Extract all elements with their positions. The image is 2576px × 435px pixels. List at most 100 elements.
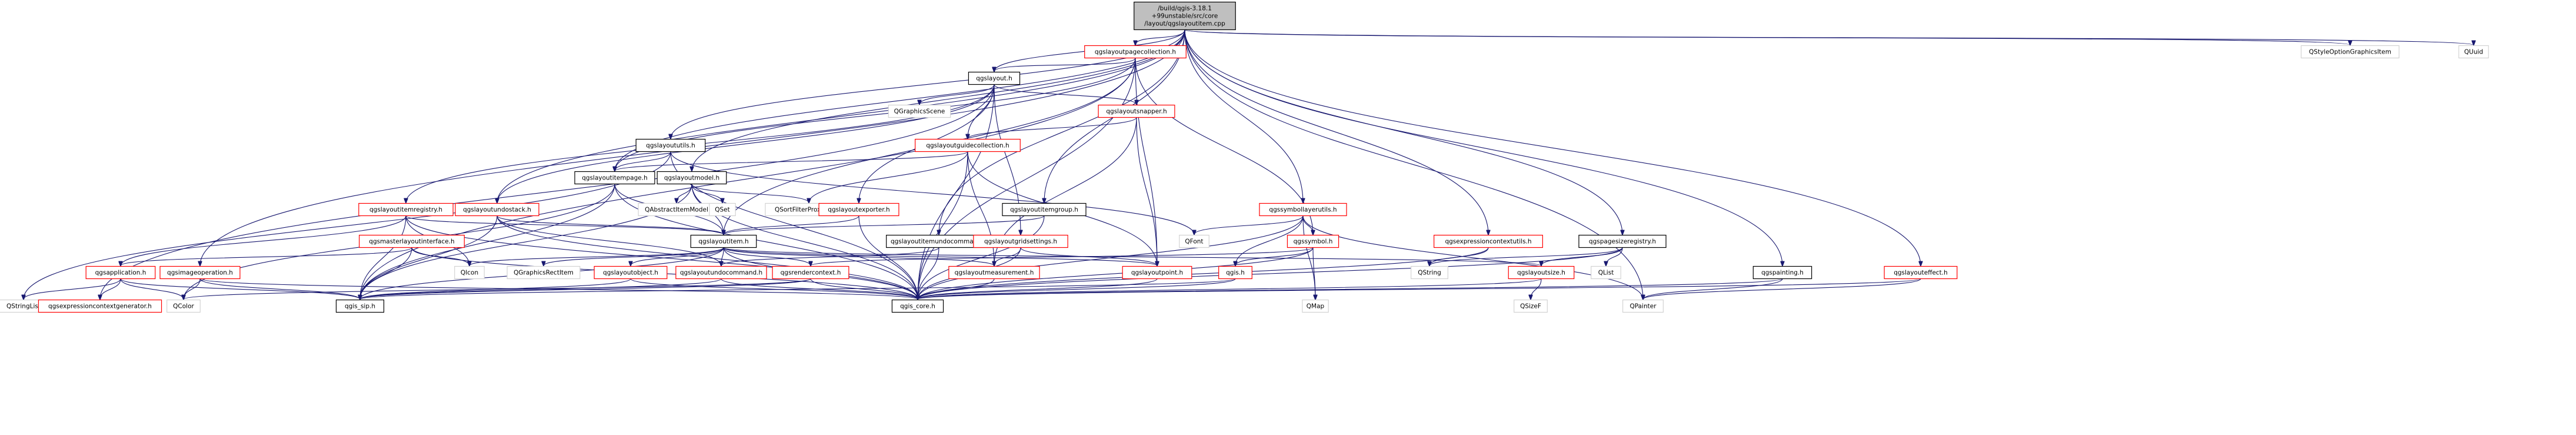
edge-itemregistry-to-layoutitem	[405, 215, 724, 235]
node-qcolor[interactable]: QColor	[166, 299, 201, 313]
node-layoutsize[interactable]: qgslayoutsize.h	[1508, 265, 1575, 280]
node-root[interactable]: /build/qgis-3.18.1+99unstable/src/core/l…	[1134, 1, 1236, 31]
node-layout[interactable]: qgslayout.h	[968, 71, 1021, 85]
node-qstringlist[interactable]: QStringList	[0, 299, 50, 313]
edge-application-to-qgissip	[120, 278, 360, 300]
edge-root-to-symbollayerutils	[1184, 29, 1303, 203]
node-box-gridsettings	[973, 234, 1068, 248]
node-itempage[interactable]: qgslayoutitempage.h	[574, 171, 655, 185]
node-box-itemregistry	[358, 202, 454, 217]
node-itemgroup[interactable]: qgslayoutitemgroup.h	[1002, 202, 1087, 217]
node-qgraphicsscene[interactable]: QGraphicsScene	[888, 104, 951, 118]
node-qabstractitemmodel[interactable]: QAbstractItemModel	[638, 202, 715, 217]
node-painting[interactable]: qgspainting.h	[1752, 265, 1812, 280]
node-application[interactable]: qgsapplication.h	[85, 265, 156, 280]
node-label-qicon: QIcon	[461, 270, 478, 277]
edge-layoututils-to-qfont	[670, 151, 1194, 235]
node-label-layoutmodel: qgslayoutmodel.h	[664, 175, 719, 182]
edge-gridsettings-to-layoutpoint	[1020, 247, 1157, 266]
edge-layout-to-qgiscore	[918, 84, 995, 300]
dependency-edges	[24, 29, 2474, 300]
node-box-qstring	[1411, 265, 1448, 280]
edge-layout-to-undostack	[497, 84, 995, 203]
edge-layoutitem-to-layoutsize	[723, 247, 1541, 266]
node-box-undostack	[455, 202, 539, 217]
node-undocommand[interactable]: qgslayoutitemundocommand.h	[886, 234, 992, 248]
node-layoutobject[interactable]: qgslayoutobject.h	[594, 265, 668, 280]
edge-layoutmodel-to-qset	[691, 184, 722, 203]
node-layoutitem[interactable]: qgslayoutitem.h	[690, 234, 757, 248]
node-label-application: qgsapplication.h	[95, 270, 146, 277]
node-layoututils[interactable]: qgslayoututils.h	[635, 138, 706, 152]
node-qfont[interactable]: QFont	[1179, 234, 1209, 248]
node-undostack[interactable]: qgslayoutundostack.h	[455, 202, 539, 217]
node-label-qgraphicsrectitem: QGraphicsRectItem	[514, 270, 574, 277]
node-box-qcolor	[166, 299, 201, 313]
edge-exporter-to-layoutitem	[724, 215, 859, 235]
node-label-qlist: QList	[1598, 270, 1614, 277]
node-qicon[interactable]: QIcon	[454, 265, 485, 280]
edge-painting-to-qgiscore	[918, 278, 1783, 300]
node-styleopt[interactable]: QStyleOptionGraphicsItem	[2301, 45, 2400, 59]
node-guidecollection[interactable]: qgslayoutguidecollection.h	[915, 138, 1021, 152]
node-qstring[interactable]: QString	[1411, 265, 1448, 280]
node-exprcontextutils[interactable]: qgsexpressioncontextutils.h	[1434, 234, 1543, 248]
node-label-qstring: QString	[1418, 270, 1441, 277]
edge-itemregistry-to-qgissip	[360, 215, 406, 300]
edge-layoutsize-to-qgiscore	[918, 278, 1542, 300]
node-qmap[interactable]: QMap	[1302, 299, 1329, 313]
node-qgissip[interactable]: qgis_sip.h	[335, 299, 385, 313]
node-label-styleopt: QStyleOptionGraphicsItem	[2309, 49, 2391, 56]
edge-symbollayerutils-to-qmap	[1302, 215, 1315, 300]
node-layouteffect[interactable]: qgslayouteffect.h	[1884, 265, 1958, 280]
node-label-qsizef: QSizeF	[1520, 303, 1541, 310]
node-box-itempage	[574, 171, 655, 185]
node-layoutpoint[interactable]: qgslayoutpoint.h	[1122, 265, 1192, 280]
node-quuid[interactable]: QUuid	[2458, 45, 2489, 59]
node-box-qgraphicsscene	[888, 104, 951, 118]
node-masterlayout[interactable]: qgsmasterlayoutinterface.h	[359, 234, 465, 248]
node-exporter[interactable]: qgslayoutexporter.h	[818, 202, 899, 217]
node-qgiscore[interactable]: qgis_core.h	[891, 299, 944, 313]
edge-undocmd-to-qgissip	[360, 278, 722, 300]
node-measurement[interactable]: qgslayoutmeasurement.h	[948, 265, 1040, 280]
edge-layoutitem-to-measurement	[723, 247, 994, 266]
node-gridsettings[interactable]: qgslayoutgridsettings.h	[973, 234, 1068, 248]
node-label-itemgroup: qgslayoutitemgroup.h	[1010, 207, 1078, 214]
node-layoutmodel[interactable]: qgslayoutmodel.h	[657, 171, 727, 185]
node-box-painting	[1752, 265, 1812, 280]
node-symbollayerutils[interactable]: qgssymbollayerutils.h	[1259, 202, 1347, 217]
edge-guidecollection-to-qsortfilter	[809, 151, 968, 203]
edge-layoutitem-to-qicon	[469, 247, 724, 266]
node-pagecollection[interactable]: qgslayoutpagecollection.h	[1084, 45, 1187, 59]
edge-undocommand-to-undocmd	[721, 247, 939, 266]
node-qset[interactable]: QSet	[709, 202, 736, 217]
edge-masterlayout-to-application	[121, 247, 412, 266]
node-label-qstringlist: QStringList	[6, 303, 41, 310]
edge-symbol-to-rendercontext	[811, 247, 1314, 266]
node-box-qicon	[454, 265, 485, 280]
node-qsizef[interactable]: QSizeF	[1514, 299, 1548, 313]
edge-imageoperation-to-qcolor	[184, 278, 201, 300]
node-label-qgiscore: qgis_core.h	[900, 303, 935, 310]
edge-layoutitem-to-rendercontext	[723, 247, 811, 266]
node-qpainter[interactable]: QPainter	[1622, 299, 1664, 313]
edge-root-to-exprcontextutils	[1184, 29, 1488, 235]
node-label-guidecollection: qgslayoutguidecollection.h	[926, 142, 1009, 150]
node-snapper[interactable]: qgslayoutsnapper.h	[1098, 104, 1175, 118]
edge-itempage-to-qgiscore	[614, 184, 918, 300]
node-qgraphicsrectitem[interactable]: QGraphicsRectItem	[506, 265, 581, 280]
node-imageoperation[interactable]: qgsimageoperation.h	[159, 265, 241, 280]
edge-layoutpoint-to-qgiscore	[918, 278, 1158, 300]
node-pagesizereg[interactable]: qgspagesizeregistry.h	[1578, 234, 1667, 248]
node-exprcontextgen[interactable]: qgsexpressioncontextgenerator.h	[38, 299, 162, 313]
node-symbol[interactable]: qgssymbol.h	[1287, 234, 1339, 248]
node-undocmd[interactable]: qgslayoutundocommand.h	[675, 265, 767, 280]
node-rendercontext[interactable]: qgsrendercontext.h	[772, 265, 849, 280]
node-box-application	[85, 265, 156, 280]
node-label-undocmd: qgslayoutundocommand.h	[680, 270, 762, 277]
node-qlist[interactable]: QList	[1591, 265, 1621, 280]
node-itemregistry[interactable]: qgslayoutitemregistry.h	[358, 202, 454, 217]
node-qgsh[interactable]: qgis.h	[1218, 265, 1252, 280]
node-box-qpainter	[1622, 299, 1664, 313]
